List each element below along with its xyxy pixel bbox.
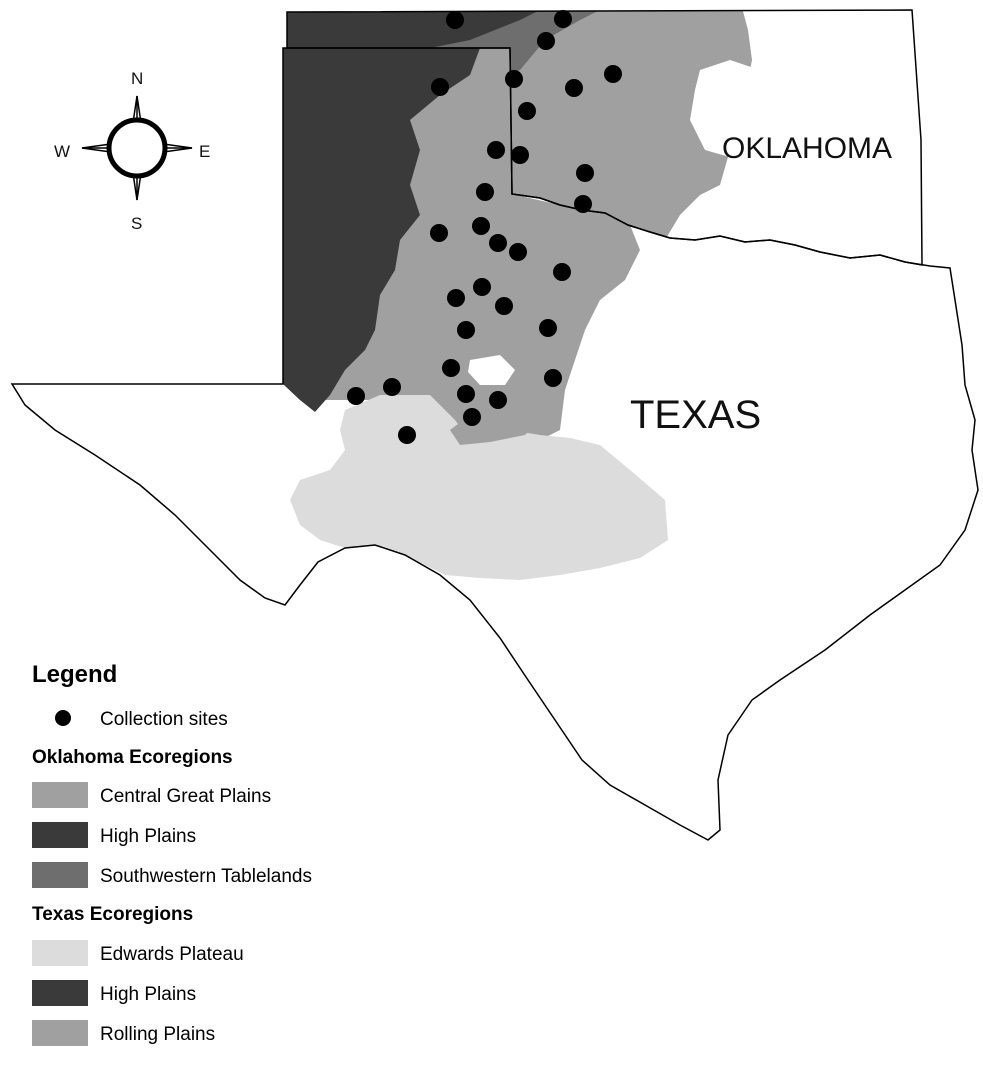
- collection-site-marker: [431, 78, 449, 96]
- legend-swatch-ok-central-great-plains: [32, 782, 88, 808]
- legend-label-tx-rolling-plains: Rolling Plains: [100, 1024, 215, 1045]
- collection-site-marker: [446, 11, 464, 29]
- compass-north: N: [131, 69, 143, 88]
- legend-texas-heading: Texas Ecoregions: [32, 904, 193, 925]
- tx-rolling-plains-lobe: [450, 400, 540, 445]
- collection-site-marker: [495, 297, 513, 315]
- collection-site-marker: [511, 146, 529, 164]
- legend-site-symbol: [55, 710, 71, 726]
- legend-swatch-tx-edwards-plateau: [32, 940, 88, 966]
- legend-label-ok-high-plains: High Plains: [100, 826, 196, 847]
- collection-site-marker: [442, 359, 460, 377]
- collection-site-marker: [447, 289, 465, 307]
- legend-label-tx-high-plains: High Plains: [100, 984, 196, 1005]
- collection-site-marker: [347, 387, 365, 405]
- collection-sites: [347, 10, 622, 444]
- collection-site-marker: [565, 79, 583, 97]
- legend-swatch-ok-southwestern-tablelands: [32, 862, 88, 888]
- collection-site-marker: [509, 243, 527, 261]
- compass-east: E: [199, 142, 210, 161]
- legend-label-ok-central-great-plains: Central Great Plains: [100, 786, 271, 807]
- legend-swatch-ok-high-plains: [32, 822, 88, 848]
- legend-swatch-tx-rolling-plains: [32, 1020, 88, 1046]
- collection-site-marker: [398, 426, 416, 444]
- collection-site-marker: [505, 70, 523, 88]
- collection-site-marker: [544, 369, 562, 387]
- collection-site-marker: [537, 32, 555, 50]
- tx-rolling-plains-white-patch: [468, 355, 515, 385]
- collection-site-marker: [574, 195, 592, 213]
- tx-edwards-plateau-region: [290, 395, 668, 580]
- tx-high-plains-region: [283, 48, 480, 412]
- collection-site-marker: [383, 378, 401, 396]
- collection-site-marker: [430, 224, 448, 242]
- legend-oklahoma-heading: Oklahoma Ecoregions: [32, 747, 233, 768]
- texas-label: TEXAS: [630, 393, 761, 437]
- collection-site-marker: [489, 391, 507, 409]
- collection-site-marker: [476, 183, 494, 201]
- legend-label-ok-southwestern-tablelands: Southwestern Tablelands: [100, 866, 312, 887]
- legend-label-tx-edwards-plateau: Edwards Plateau: [100, 944, 244, 965]
- collection-site-marker: [487, 141, 505, 159]
- collection-site-marker: [539, 319, 557, 337]
- collection-site-marker: [576, 164, 594, 182]
- oklahoma-label: OKLAHOMA: [722, 132, 892, 165]
- collection-site-marker: [472, 217, 490, 235]
- compass-west: W: [54, 142, 70, 161]
- legend-title: Legend: [32, 661, 117, 688]
- collection-site-marker: [604, 65, 622, 83]
- legend-sites-label: Collection sites: [100, 709, 228, 730]
- compass-south: S: [131, 214, 142, 233]
- ok-oklahoma-white-inlet: [690, 60, 775, 160]
- legend-swatch-tx-high-plains: [32, 980, 88, 1006]
- compass-rose-icon: N S W E: [54, 69, 210, 233]
- collection-site-marker: [473, 278, 491, 296]
- collection-site-marker: [457, 321, 475, 339]
- collection-site-marker: [463, 408, 481, 426]
- collection-site-marker: [518, 102, 536, 120]
- legend: Legend Collection sites Oklahoma Ecoregi…: [32, 661, 312, 1046]
- collection-site-marker: [489, 234, 507, 252]
- collection-site-marker: [553, 263, 571, 281]
- collection-site-marker: [554, 10, 572, 28]
- collection-site-marker: [457, 385, 475, 403]
